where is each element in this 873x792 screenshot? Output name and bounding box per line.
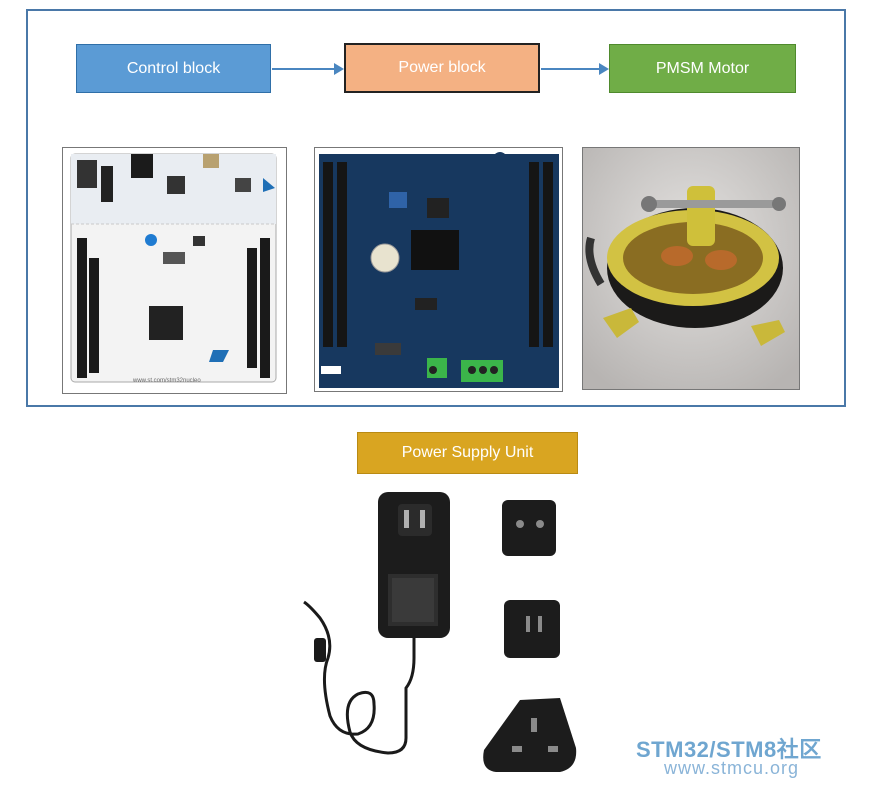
svg-text:www.st.com/stm32nucleo: www.st.com/stm32nucleo: [132, 378, 201, 384]
power-supply-unit-label: Power Supply Unit: [357, 432, 578, 474]
power-block-label: Power block: [398, 59, 486, 76]
arrow-control-to-power: [272, 63, 344, 75]
watermark-title: STM32/STM8社区: [636, 737, 822, 762]
power-supply-unit-text: Power Supply Unit: [401, 444, 534, 461]
pmsm-motor-block: PMSM Motor: [609, 44, 796, 93]
control-block-label: Control block: [126, 59, 221, 77]
power-supply-unit-photo: [298, 488, 588, 782]
power-shield-board-photo: [314, 147, 563, 392]
system-frame: [26, 9, 846, 407]
arrow-power-to-motor: [541, 63, 609, 75]
control-block: Control block: [76, 44, 271, 93]
pmsm-motor-photo: [582, 147, 800, 390]
pmsm-motor-block-label: PMSM Motor: [655, 59, 750, 77]
nucleo-board-photo: www.st.com/stm32nucleo: [62, 147, 287, 394]
power-block: Power block: [344, 43, 540, 93]
watermark-url: www.stmcu.org: [664, 758, 800, 778]
